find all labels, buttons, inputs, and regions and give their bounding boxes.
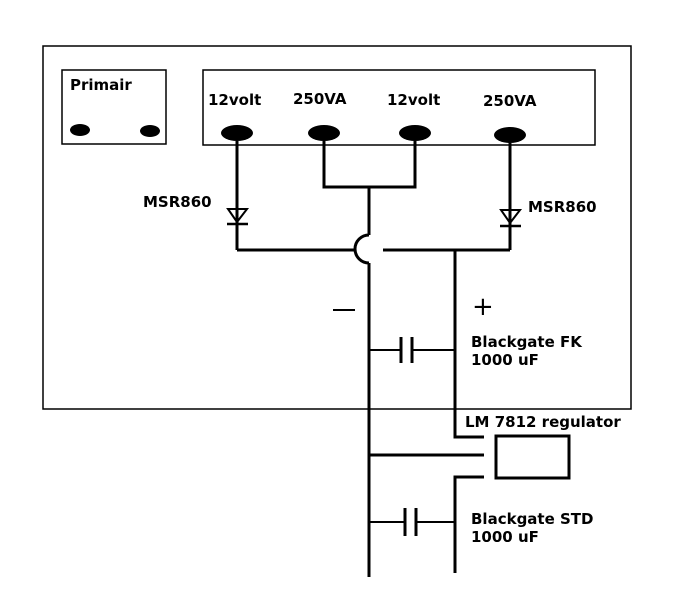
secondary-terminal-4 (494, 127, 526, 143)
secondary-box (202, 69, 596, 146)
secondary-tap-label-1: 12volt (208, 91, 261, 109)
primary-terminal-2 (140, 125, 160, 137)
right-diode-symbol (499, 209, 523, 228)
enclosure-box (42, 45, 632, 410)
secondary-terminal-2 (308, 125, 340, 141)
right-diode-label: MSR860 (528, 198, 597, 216)
primary-terminal-1 (70, 124, 90, 136)
positive-rail (453, 250, 484, 439)
left-diode-label: MSR860 (143, 193, 212, 211)
plus-sign: + (472, 292, 494, 322)
regulator-label: LM 7812 regulator (465, 413, 621, 431)
center-tap-wire (322, 141, 417, 189)
cap1-label-line1: Blackgate FK (471, 333, 583, 351)
cap1-label-line2: 1000 uF (471, 351, 539, 369)
secondary-terminal-1 (221, 125, 253, 141)
left-diode-symbol (226, 208, 250, 226)
regulator-output-wire (453, 475, 484, 573)
primary-label: Primair (70, 76, 132, 94)
cap2-label-line1: Blackgate STD (471, 510, 593, 528)
primary-box (61, 69, 167, 145)
ground-crossover-wire (353, 233, 370, 265)
secondary-tap-label-3: 12volt (387, 91, 440, 109)
secondary-tap-label-4: 250VA (483, 92, 537, 110)
cap2-label-line2: 1000 uF (471, 528, 539, 546)
secondary-terminal-3 (399, 125, 431, 141)
regulator-box (494, 434, 571, 480)
secondary-tap-label-2: 250VA (293, 90, 347, 108)
